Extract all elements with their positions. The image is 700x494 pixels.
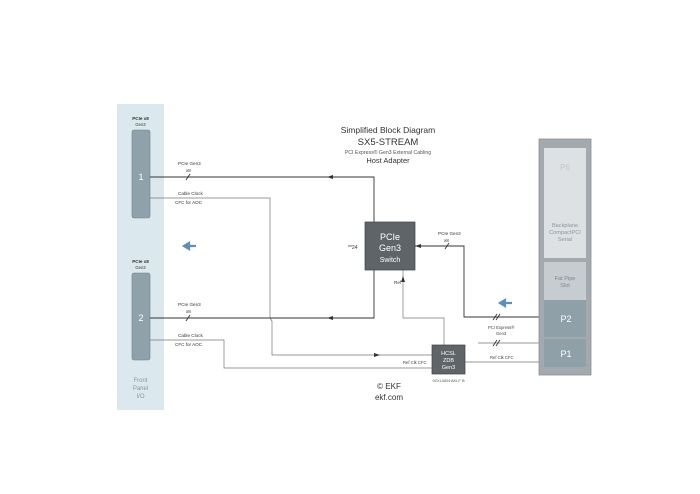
- backplane: P6 Backplane CompactPCI Serial Fat Pipe …: [538, 138, 592, 376]
- slot-p6-label: P6: [560, 163, 570, 172]
- front-panel-label-3: I/O: [136, 394, 144, 400]
- backplane-label-2: CompactPCI: [549, 230, 581, 236]
- slot-p2-label: P2: [560, 314, 571, 324]
- title-line-2: SX5-STREAM: [358, 137, 419, 148]
- pci-express-label-1: PCI Express®: [488, 325, 515, 330]
- hcsl-block: [431, 344, 466, 375]
- hcsl-part-number: 9ZXL0851AKLF B: [432, 378, 465, 383]
- slot-p6: [544, 148, 586, 186]
- ref-clk-cfc-right-label: Ref Clk CFC: [490, 355, 514, 360]
- pcie-top-label-1: PCIe Gen3: [178, 161, 201, 166]
- connector-2-header-1: PCIe x8: [132, 259, 149, 264]
- pcie-link-switch-to-p2: [415, 245, 540, 318]
- fat-pipe-label-1: Fat Pipe: [555, 276, 576, 282]
- connector-2-number: 2: [138, 313, 143, 323]
- cable-clock-link-bottom: [150, 339, 432, 369]
- slot-p1-label: P1: [560, 349, 571, 359]
- front-panel: PCIe x8 Gen3 1 PCIe x8 Gen3 2 Front Pane…: [117, 104, 196, 410]
- switch-label-1: PCIe: [380, 232, 400, 242]
- title-line-3: PCI Express® Gen3 External Cabling: [345, 149, 431, 156]
- cable-bottom-label-2: CFC for AOC: [175, 342, 203, 347]
- backplane-label-3: Serial: [558, 237, 572, 243]
- slot-backplane: [544, 186, 586, 258]
- diagram-title: Simplified Block Diagram SX5-STREAM PCI …: [341, 125, 435, 165]
- switch-ref-label: Ref: [394, 280, 402, 285]
- ref-clk-cfc-left-label: Ref Clk CFC: [403, 360, 427, 365]
- pcie-link-bottom: [150, 270, 375, 319]
- arrow-icon: [401, 276, 405, 282]
- bus-slash-icon: [495, 339, 501, 347]
- connector-1-header-1: PCIe x8: [132, 116, 149, 121]
- connector-2: [131, 272, 151, 361]
- title-line-4: Host Adapter: [366, 156, 410, 165]
- left-arrow-icon: [497, 298, 512, 308]
- hcsl-label-3: Gen3: [442, 365, 455, 371]
- hcsl-label-2: ZDB: [443, 358, 454, 364]
- slot-p1: [544, 339, 586, 367]
- slot-p2: [544, 300, 586, 337]
- hcsl-zdb: HCSL ZDB Gen3 9ZXL0851AKLF B: [431, 344, 466, 383]
- connector-1-number: 1: [138, 172, 143, 182]
- left-arrow-icon: [181, 241, 196, 251]
- pcie-bottom-label-1: PCIe Gen3: [178, 302, 201, 307]
- bus-slash-icon: [444, 242, 450, 250]
- arrow-icon: [374, 353, 380, 357]
- arrow-icon: [327, 316, 333, 320]
- slot-fat-pipe: [544, 262, 586, 300]
- bus-slash-icon: [185, 314, 191, 322]
- switch-side-label: **24: [348, 245, 358, 251]
- pcie-link-top: [150, 176, 375, 222]
- hcsl-label-1: HCSL: [441, 351, 456, 357]
- arrow-icon: [415, 244, 421, 248]
- cable-top-label-1: Cable Clock: [178, 191, 203, 196]
- front-panel-label-1: Front: [133, 378, 147, 384]
- cable-clock-link-top: [150, 197, 374, 356]
- cable-top-label-2: CFC for AOC: [175, 200, 203, 205]
- copyright-line-2: ekf.com: [375, 393, 403, 402]
- connector-1-header-2: Gen3: [135, 122, 146, 127]
- bus-slash-icon: [185, 173, 191, 181]
- switch-right-label-1: PCIe Gen3: [438, 231, 461, 236]
- pci-express-label-2: Gen3: [496, 331, 507, 336]
- ref-link: [402, 270, 445, 345]
- title-line-1: Simplified Block Diagram: [341, 125, 435, 135]
- connector-2-header-2: Gen3: [135, 265, 146, 270]
- fat-pipe-label-2: Slot: [560, 283, 570, 289]
- link-labels: PCIe Gen3 x8 Cable Clock CFC for AOC PCI…: [175, 161, 515, 365]
- arrow-icon: [327, 175, 333, 179]
- switch-right-label-2: x8: [444, 238, 449, 243]
- backplane-label-1: Backplane: [552, 223, 578, 229]
- connector-1: [131, 129, 151, 219]
- pcie-switch-block: [364, 221, 416, 271]
- copyright-line-1: © EKF: [377, 382, 401, 391]
- pcie-bottom-label-2: x8: [186, 309, 191, 314]
- switch-label-3: Switch: [380, 257, 401, 264]
- bus-slash-icon: [495, 313, 501, 321]
- pcie-switch: PCIe Gen3 Switch **24 Ref: [348, 221, 416, 285]
- copyright: © EKF ekf.com: [375, 382, 403, 402]
- wires: [150, 173, 540, 369]
- switch-label-2: Gen3: [379, 243, 401, 253]
- bus-slash-icon: [492, 313, 498, 321]
- bus-slash-icon: [492, 339, 498, 347]
- cable-bottom-label-1: Cable Clock: [178, 333, 203, 338]
- pcie-top-label-2: x8: [186, 168, 191, 173]
- front-panel-label-2: Panel: [133, 386, 148, 392]
